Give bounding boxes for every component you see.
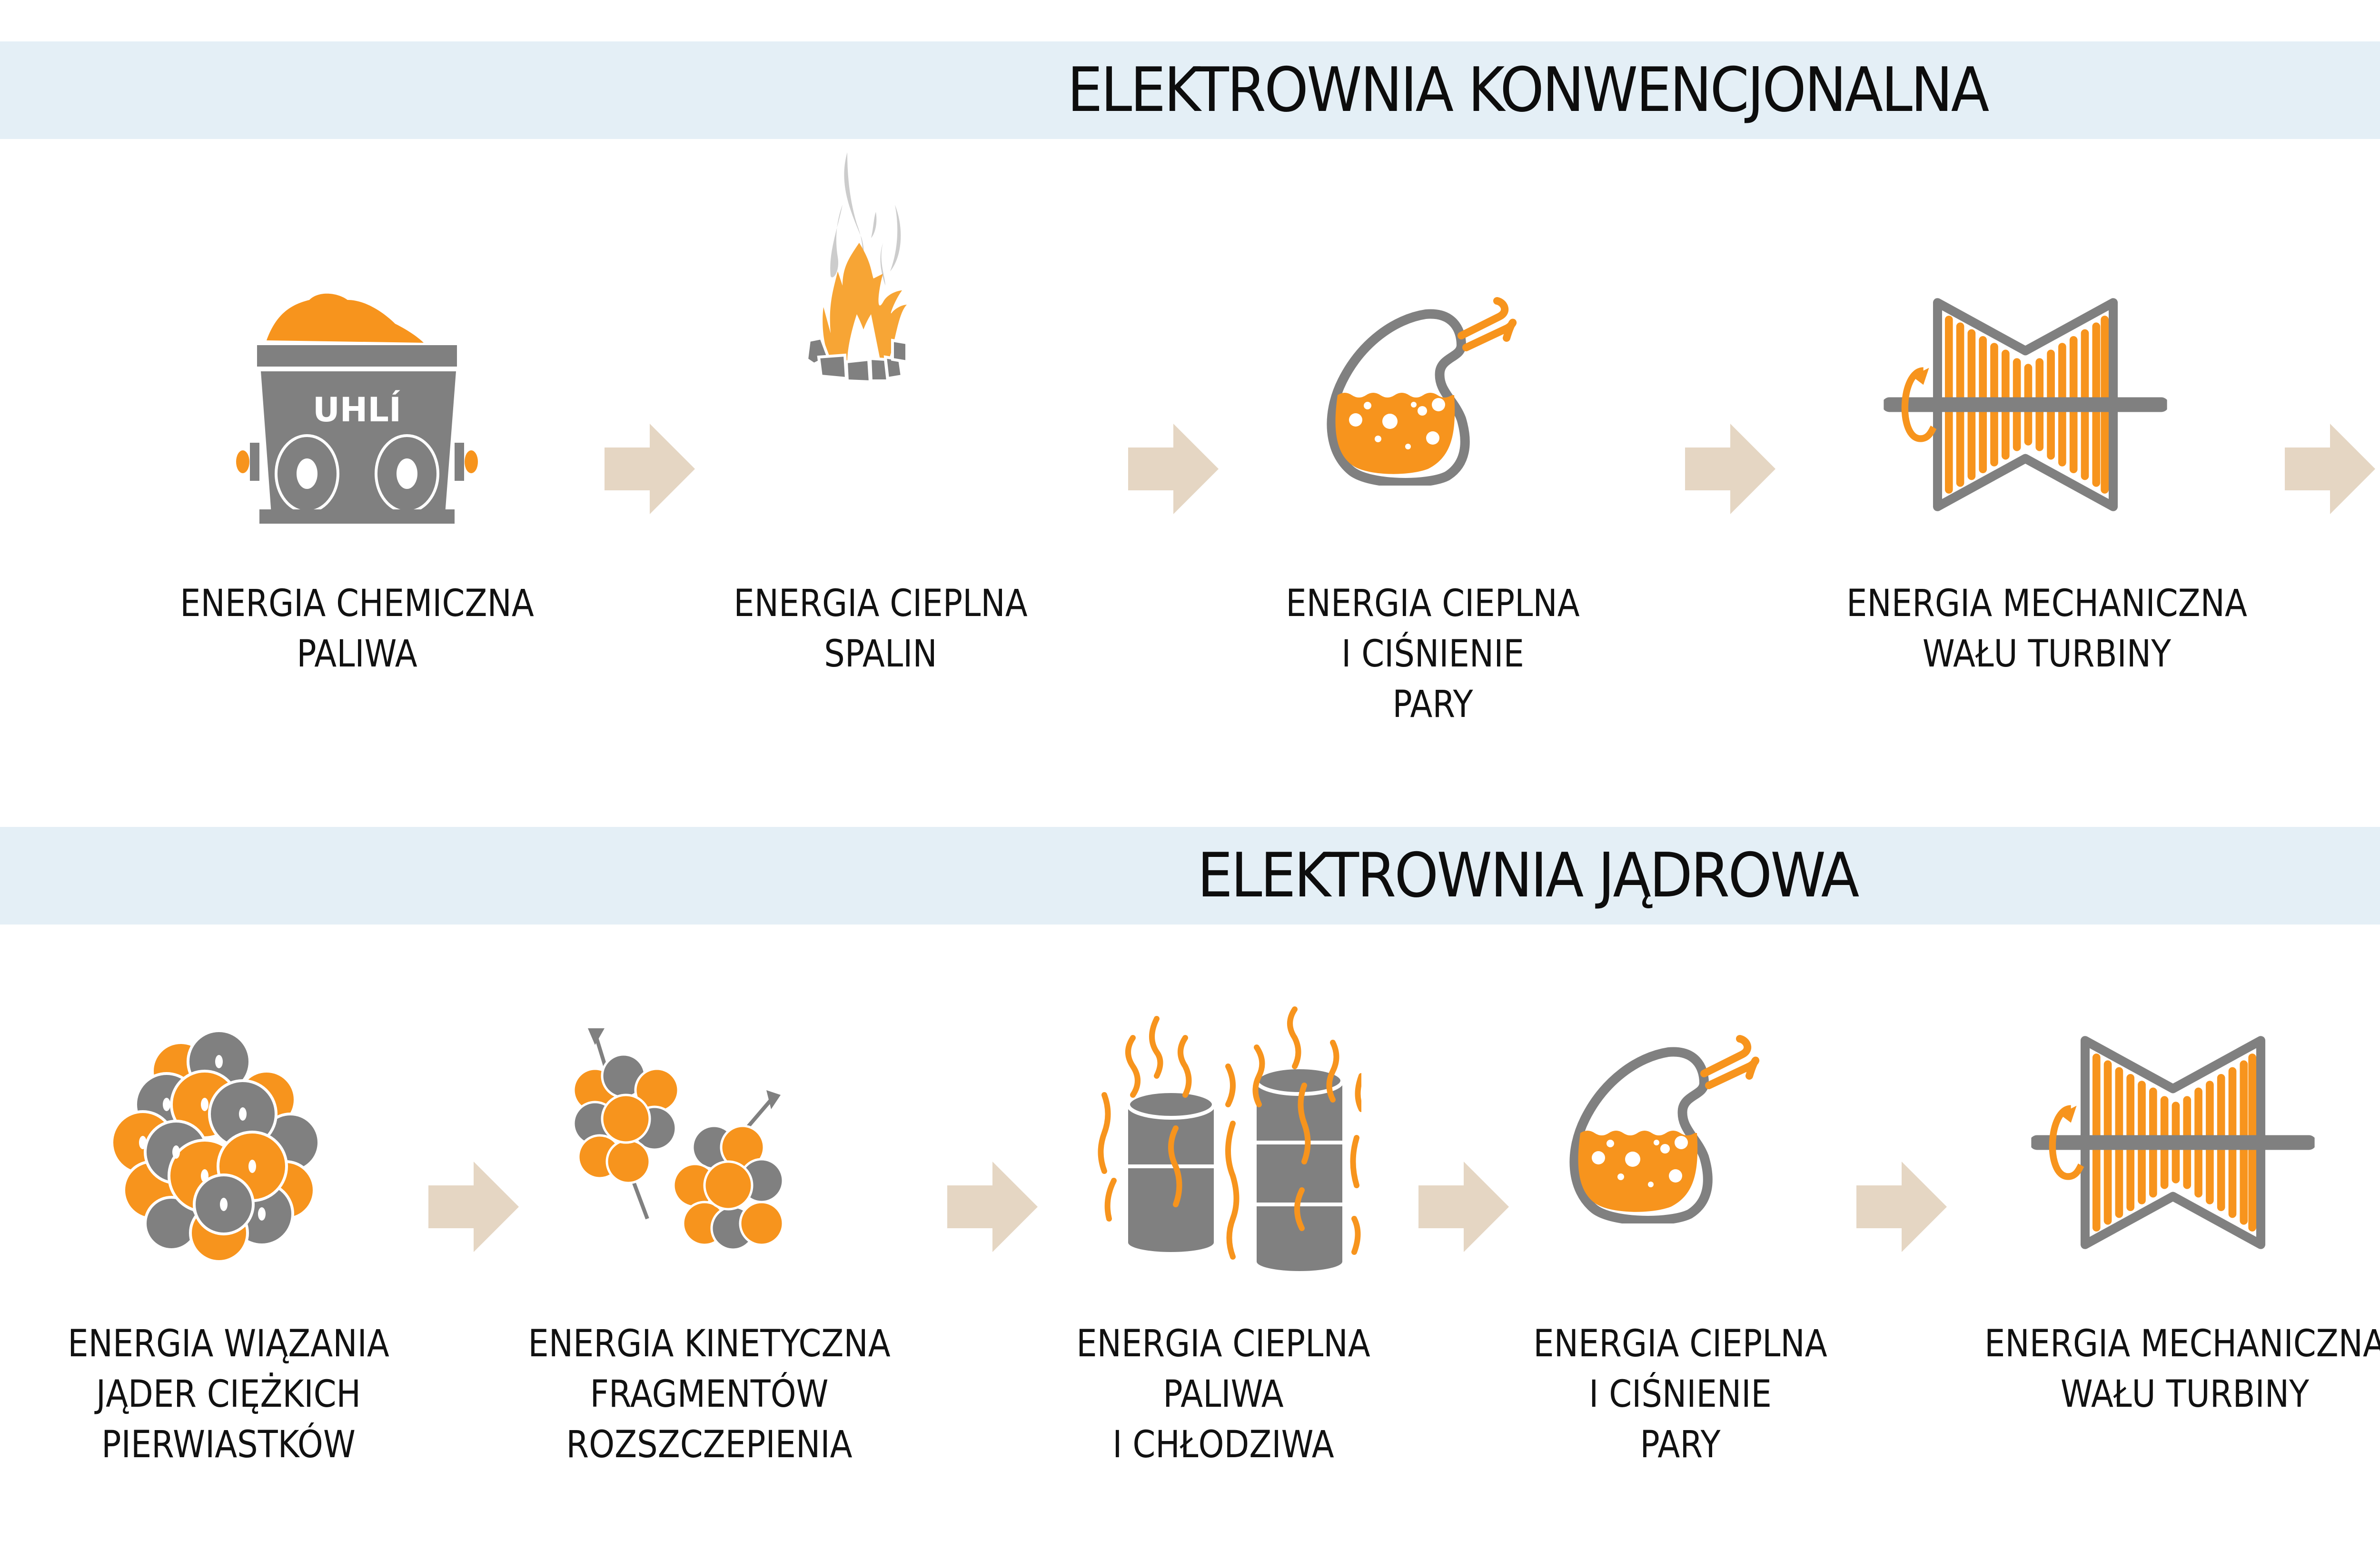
- section-header-conventional: ELEKTROWNIA KONWENCJONALNA: [0, 41, 2380, 139]
- hot-fuel-rods-icon: [1076, 952, 1361, 1276]
- section-title: ELEKTROWNIA KONWENCJONALNA: [1067, 55, 1989, 126]
- boiling-flask-icon: [1314, 295, 1580, 486]
- fire-icon: [785, 148, 1000, 528]
- coal-cart-icon: UHLÍ: [224, 286, 490, 524]
- turbine-icon: [1975, 1024, 2370, 1262]
- section-header-nuclear: ELEKTROWNIA JĄDROWA: [0, 827, 2380, 925]
- cart-label: UHLÍ: [313, 390, 401, 429]
- flow-arrow: [1128, 424, 1219, 514]
- turbine-icon: [1828, 286, 2223, 524]
- flow-arrow: [1418, 1162, 1509, 1252]
- flow-arrow: [428, 1162, 519, 1252]
- flow-arrow: [1685, 424, 1775, 514]
- flow-arrow: [1856, 1162, 1947, 1252]
- boiling-flask-icon: [1557, 1033, 1823, 1223]
- heavy-nucleus-icon: [109, 1024, 347, 1262]
- fission-fragments-icon: [562, 1024, 904, 1262]
- flow-arrow: [2285, 424, 2375, 514]
- flow-arrow: [605, 424, 695, 514]
- section-title: ELEKTROWNIA JĄDROWA: [1197, 840, 1859, 911]
- flow-arrow: [947, 1162, 1038, 1252]
